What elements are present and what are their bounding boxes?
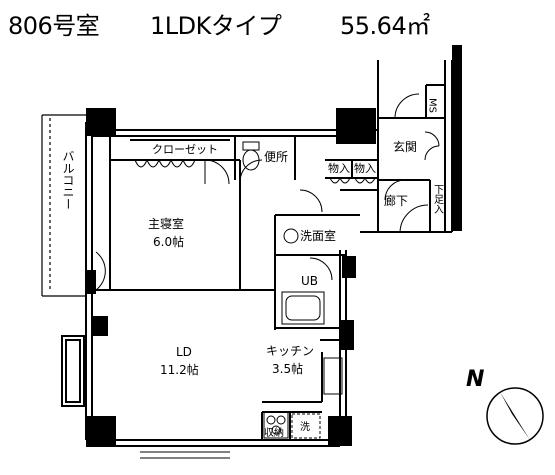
ld-size: 11.2帖 bbox=[160, 362, 199, 377]
kitchen-size: 3.5帖 bbox=[272, 361, 303, 376]
north-label: N bbox=[466, 367, 484, 392]
unit-number: 806号室 bbox=[8, 12, 100, 40]
doors bbox=[95, 93, 440, 291]
washer-label: 洗 bbox=[300, 421, 310, 433]
master-bedroom-size: 6.0帖 bbox=[153, 234, 184, 249]
closet-hanger bbox=[134, 158, 376, 184]
walls bbox=[61, 60, 453, 447]
closet-label: クローゼット bbox=[152, 143, 218, 156]
storage-label-2: 物入 bbox=[354, 161, 376, 175]
floor-area: 55.64㎡ bbox=[340, 12, 430, 40]
entrance-label: 玄関 bbox=[393, 139, 417, 154]
layout-type: 1LDKタイプ bbox=[150, 12, 282, 40]
ms-label: MS bbox=[427, 98, 438, 113]
bottom-window bbox=[140, 445, 230, 459]
unit-bath-label: UB bbox=[301, 274, 318, 288]
kitchen-label: キッチン bbox=[266, 344, 314, 358]
fixtures bbox=[242, 141, 343, 439]
storage-small-label: 収納 bbox=[264, 426, 284, 439]
ld-label: LD bbox=[176, 345, 192, 359]
storage-label-1: 物入 bbox=[328, 161, 350, 175]
corridor-label: 廊下 bbox=[384, 193, 408, 208]
compass-circle bbox=[486, 387, 544, 445]
master-bedroom-label: 主寝室 bbox=[148, 216, 184, 231]
shoe-box-label: 下足入 bbox=[432, 184, 444, 214]
washroom-label: 洗面室 bbox=[300, 228, 336, 243]
columns bbox=[86, 45, 462, 446]
north-arrow-icon bbox=[500, 392, 530, 440]
balcony-label: バルコニー bbox=[61, 150, 75, 210]
compass: N bbox=[466, 367, 544, 445]
toilet-label: 便所 bbox=[264, 150, 288, 164]
balcony-rail bbox=[41, 114, 86, 297]
